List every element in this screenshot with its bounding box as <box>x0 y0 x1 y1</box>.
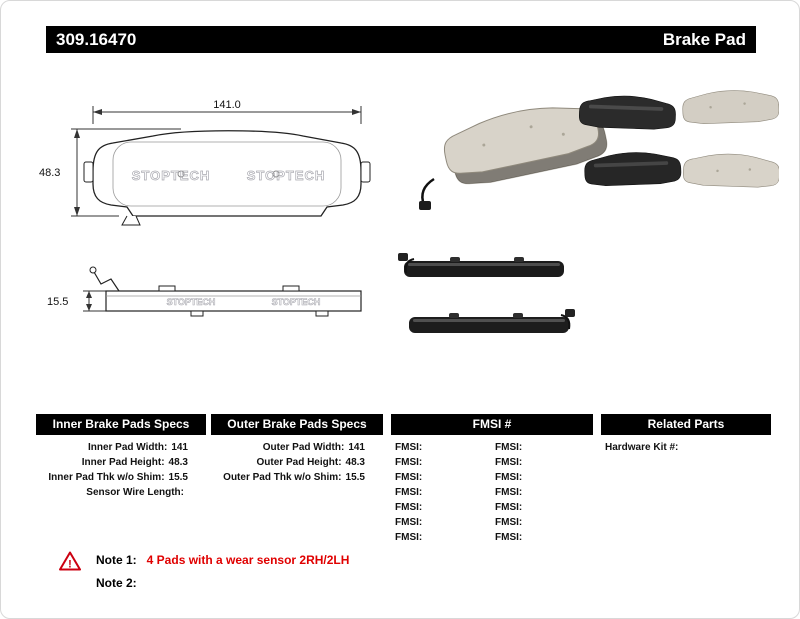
part-number: 309.16470 <box>56 29 137 49</box>
note-1-text: 4 Pads with a wear sensor 2RH/2LH <box>146 553 350 567</box>
arrow-down-icon <box>74 207 80 216</box>
sensor-clip <box>121 215 141 226</box>
spec-row: Sensor Wire Length: <box>86 487 184 498</box>
exclamation-glyph: ! <box>68 559 72 571</box>
fmsi-row: FMSI: <box>395 502 423 513</box>
inner-specs-rows: Inner Pad Width:141 Inner Pad Height:48.… <box>36 435 206 500</box>
fmsi-row: FMSI: <box>495 517 523 528</box>
inner-specs-header: Inner Brake Pads Specs <box>36 414 206 435</box>
fmsi-header: FMSI # <box>391 414 593 435</box>
related-parts-header: Related Parts <box>601 414 771 435</box>
spec-row: Inner Pad Width:141 <box>87 442 188 453</box>
dimension-thickness-label: 15.5 <box>47 296 68 308</box>
arrow-down-icon <box>86 304 92 311</box>
fmsi-row: FMSI: <box>395 517 423 528</box>
related-parts-rows: Hardware Kit #: <box>601 435 771 455</box>
brand-watermark: STOPTECH <box>247 168 326 183</box>
pad-photo-back-top <box>579 95 676 130</box>
shim-tab <box>282 285 300 292</box>
related-parts-table: Related Parts Hardware Kit #: <box>601 414 771 455</box>
pad-edge-outline <box>105 290 362 312</box>
wear-sensor-wire <box>93 271 120 292</box>
fmsi-row: FMSI: <box>495 502 523 513</box>
fmsi-column-right: FMSI: FMSI: FMSI: FMSI: FMSI: FMSI: FMSI… <box>495 440 522 545</box>
brand-watermark: STOPTECH <box>272 297 321 307</box>
dimension-height-label: 48.3 <box>39 167 60 179</box>
outer-specs-table: Outer Brake Pads Specs Outer Pad Width:1… <box>211 414 383 485</box>
fmsi-column-left: FMSI: FMSI: FMSI: FMSI: FMSI: FMSI: FMSI… <box>395 440 422 545</box>
fmsi-row: FMSI: <box>395 442 423 453</box>
shim-tab <box>158 285 176 292</box>
pad-edge-photo-top <box>398 253 564 277</box>
edge-view-drawing: 15.5 STOPTECH STOPTECH <box>47 266 362 317</box>
note-2-label: Note 2: <box>96 576 137 590</box>
fmsi-row: FMSI: <box>395 472 423 483</box>
spec-row: Outer Pad Height:48.3 <box>256 457 365 468</box>
arrow-up-icon <box>74 129 80 138</box>
spec-row: Inner Pad Height:48.3 <box>81 457 188 468</box>
arrow-right-icon <box>352 109 361 115</box>
pad-ear-right <box>360 161 371 183</box>
inner-specs-table: Inner Brake Pads Specs Inner Pad Width:1… <box>36 414 206 500</box>
product-photos <box>398 90 779 333</box>
fmsi-row: FMSI: <box>495 472 523 483</box>
arrow-left-icon <box>93 109 102 115</box>
pad-photo-front-bottom <box>683 153 779 188</box>
fmsi-row: FMSI: <box>395 487 423 498</box>
dimension-width-label: 141.0 <box>213 99 241 111</box>
spec-row: Hardware Kit #: <box>605 442 679 453</box>
front-view-drawing: 141.0 48.3 STOPTECH STOPTECH <box>39 99 371 226</box>
note-1-label: Note 1: <box>96 553 137 567</box>
fmsi-row: FMSI: <box>395 532 423 543</box>
spec-row: Outer Pad Width:141 <box>262 442 365 453</box>
arrow-up-icon <box>86 291 92 298</box>
fmsi-row: FMSI: <box>495 487 523 498</box>
fmsi-row: FMSI: <box>495 457 523 468</box>
dimension-thickness-lines <box>83 290 106 312</box>
dimension-width-lines <box>92 106 362 124</box>
warning-icon: ! <box>59 551 81 571</box>
spec-row: Inner Pad Thk w/o Shim:15.5 <box>48 472 188 483</box>
friction-contour <box>112 141 342 207</box>
pad-edge-photo-bottom <box>409 309 575 333</box>
outer-specs-rows: Outer Pad Width:141 Outer Pad Height:48.… <box>211 435 383 485</box>
outer-specs-header: Outer Brake Pads Specs <box>211 414 383 435</box>
clip-tab <box>190 310 204 317</box>
wear-sensor-connector <box>419 201 431 210</box>
note-2: Note 2: <box>96 576 147 590</box>
brand-watermark: STOPTECH <box>132 168 211 183</box>
pad-ear-left <box>83 161 94 183</box>
dimension-height-lines <box>71 128 181 217</box>
fmsi-row: FMSI: <box>495 442 523 453</box>
spec-row: Outer Pad Thk w/o Shim:15.5 <box>223 472 365 483</box>
wear-sensor-tip <box>89 266 97 274</box>
fmsi-table: FMSI # FMSI: FMSI: FMSI: FMSI: FMSI: FMS… <box>391 414 593 543</box>
pad-photo-back-bottom <box>584 152 682 186</box>
header-bar: 309.16470 Brake Pad <box>46 26 756 53</box>
brand-watermark: STOPTECH <box>167 297 216 307</box>
product-type: Brake Pad <box>662 29 746 49</box>
rivet-hole <box>272 170 280 178</box>
fmsi-row: FMSI: <box>395 457 423 468</box>
clip-tab <box>315 310 329 317</box>
fmsi-rows: FMSI: FMSI: FMSI: FMSI: FMSI: FMSI: FMSI… <box>391 435 593 543</box>
pad-photo-front-top <box>682 90 779 124</box>
note-1: Note 1: 4 Pads with a wear sensor 2RH/2L… <box>96 553 349 567</box>
fmsi-row: FMSI: <box>495 532 523 543</box>
pad-outline <box>92 130 362 217</box>
rivet-hole <box>177 170 185 178</box>
pad-photo-front-pair <box>443 107 608 185</box>
